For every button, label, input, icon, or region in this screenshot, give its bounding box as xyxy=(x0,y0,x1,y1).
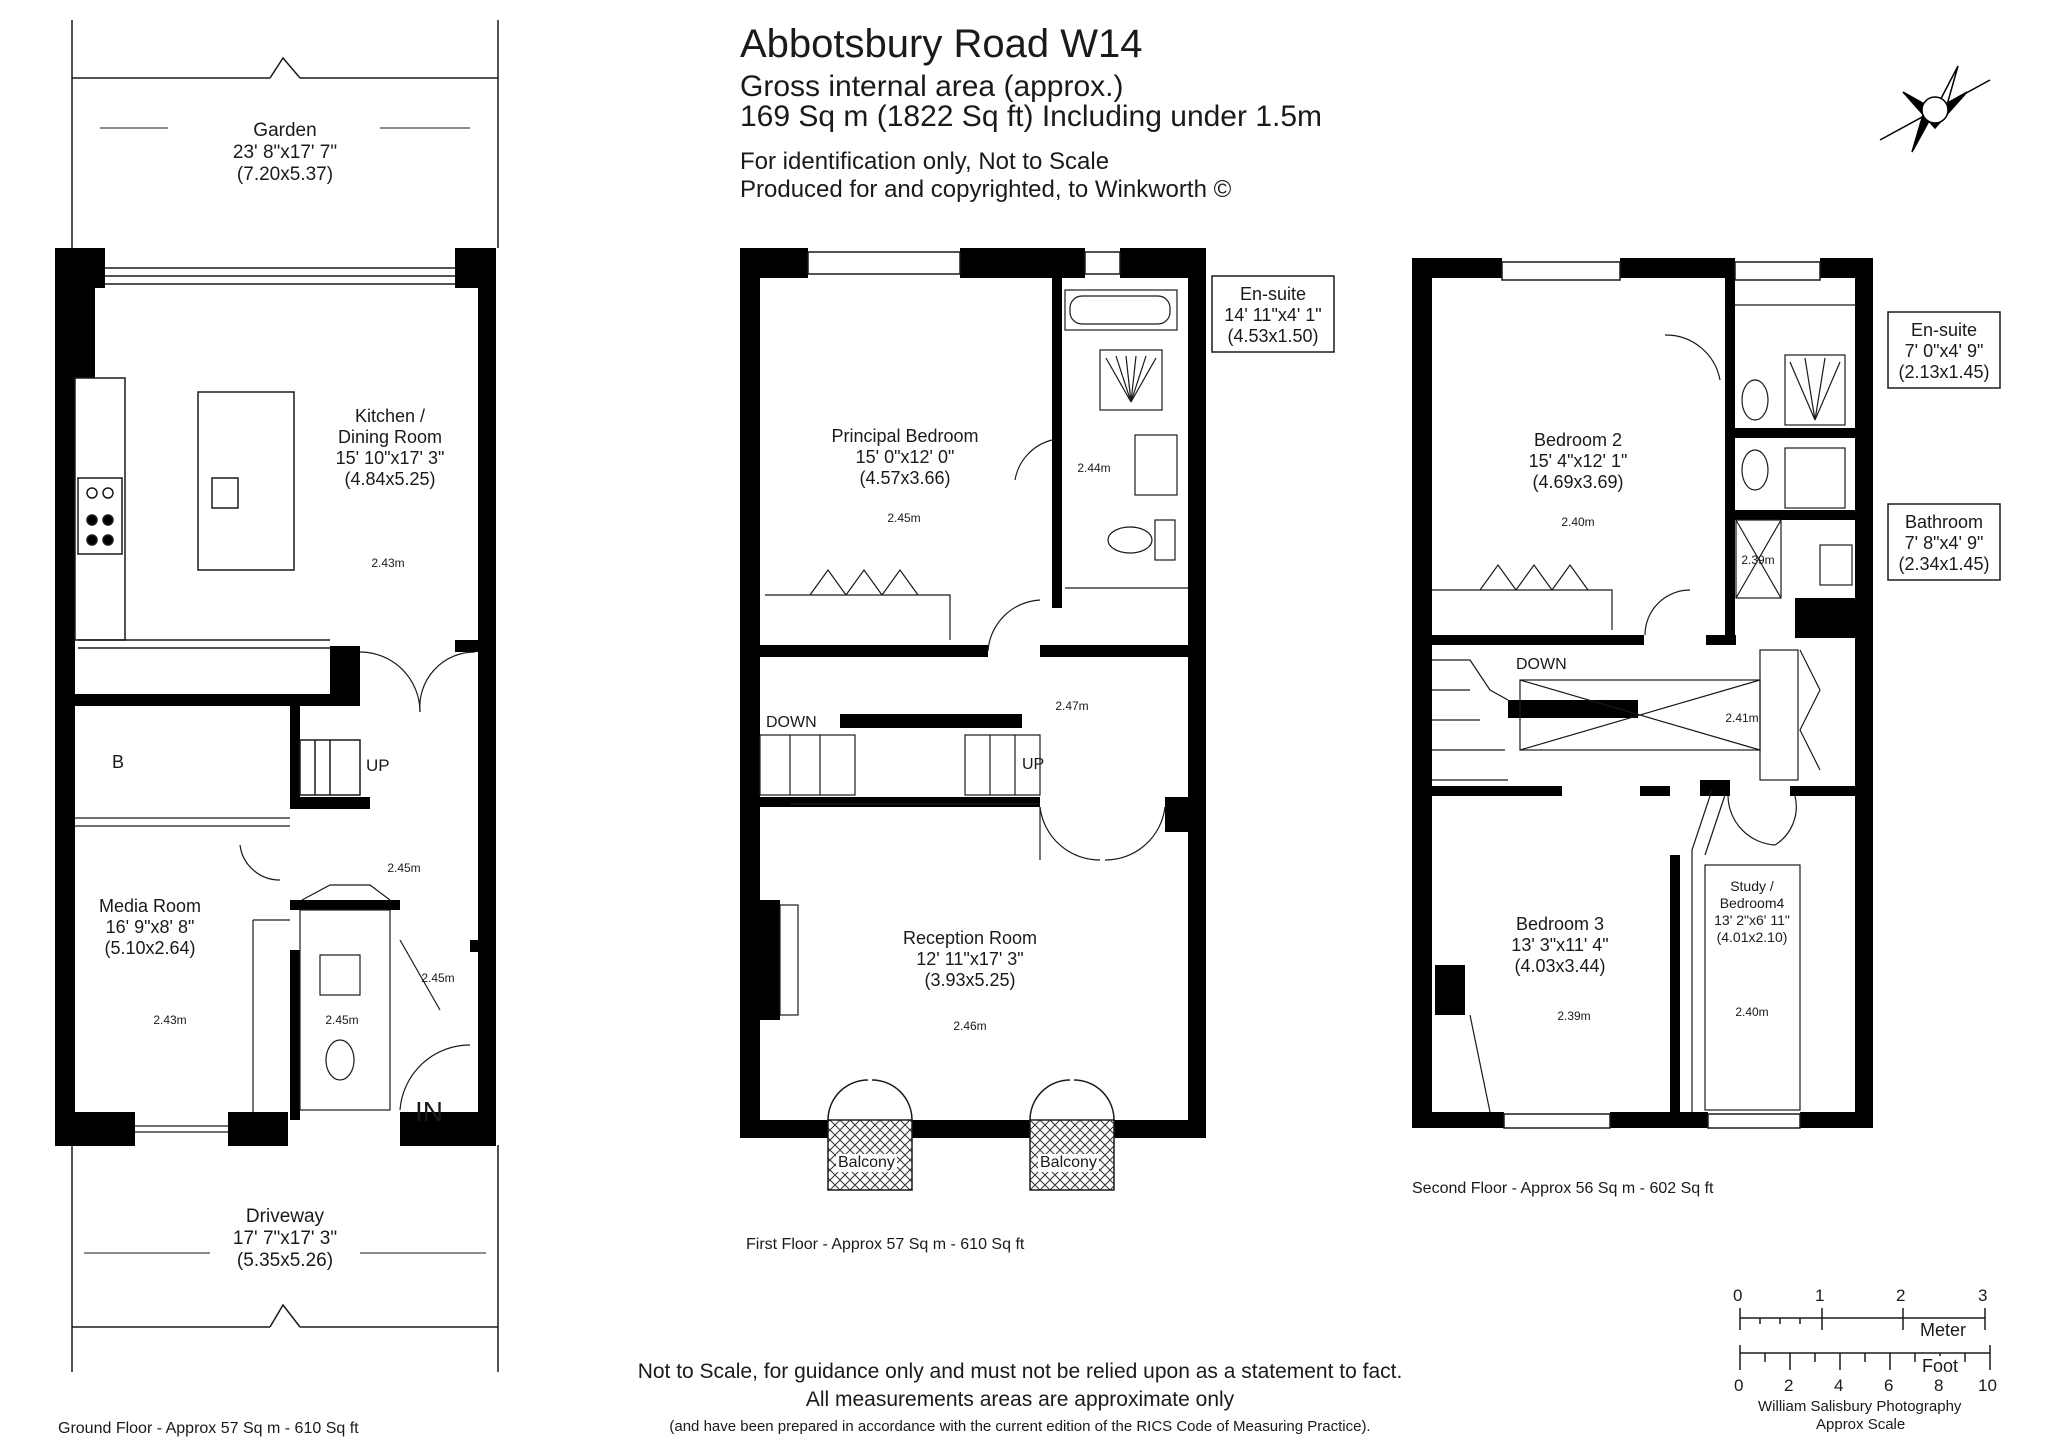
kitchen-label: Kitchen / Dining Room 15' 10"x17' 3" (4.… xyxy=(335,406,445,489)
first-outer-walls xyxy=(740,248,1206,1138)
balconies xyxy=(827,1079,1115,1191)
second-floor-plan xyxy=(1412,258,2001,1129)
foot-tick-0: 0 xyxy=(1734,1376,1744,1395)
first-floor-plan xyxy=(740,248,1335,1191)
first-ensuite-fixtures xyxy=(1064,289,1188,589)
disclaimer-line-2: All measurements areas are approximate o… xyxy=(805,1388,1235,1411)
first-wardrobes xyxy=(765,568,1040,805)
disclaimer-line-1: Not to Scale, for guidance only and must… xyxy=(637,1360,1403,1383)
meter-tick-2: 2 xyxy=(1896,1286,1906,1305)
ground-stairs-up-label: UP xyxy=(366,756,390,775)
first-ensuite-label: En-suite 14' 11"x4' 1" (4.53x1.50) xyxy=(1224,284,1322,346)
reception-room-label: Reception Room 12' 11"x17' 3" (3.93x5.25… xyxy=(902,928,1038,990)
ground-outer-walls xyxy=(55,248,496,1146)
second-stairs-down-label: DOWN xyxy=(1516,656,1567,673)
ground-floor-caption: Ground Floor - Approx 57 Sq m - 610 Sq f… xyxy=(58,1420,359,1437)
ground-floor-plan xyxy=(55,20,499,1372)
copyright-note: Produced for and copyrighted, to Winkwor… xyxy=(740,176,1232,203)
second-ensuite-label-box xyxy=(1887,311,2001,389)
second-landing-height: 2.41m xyxy=(1725,711,1759,725)
first-ensuite-label-box xyxy=(1211,275,1335,353)
media-room-fixtures xyxy=(75,817,290,1133)
foot-tick-4: 4 xyxy=(1834,1376,1844,1395)
bedroom-3-label: Bedroom 3 13' 3"x11' 4" (4.03x3.44) xyxy=(1511,914,1609,976)
meter-tick-3: 3 xyxy=(1978,1286,1988,1305)
reception-room-height: 2.46m xyxy=(953,1019,987,1033)
compass-icon xyxy=(1879,65,1991,153)
disclaimer-line-3: (and have been prepared in accordance wi… xyxy=(669,1418,1371,1435)
total-area: 169 Sq m (1822 Sq ft) Including under 1.… xyxy=(740,100,1323,133)
plan-title: Abbotsbury Road W14 xyxy=(740,22,1143,66)
study-label: Study / Bedroom4 13' 2"x6' 11" (4.01x2.1… xyxy=(1714,878,1790,945)
second-windows xyxy=(1501,261,1821,1129)
first-stairs-down-label: DOWN xyxy=(766,714,817,731)
bedroom-2-label: Bedroom 2 15' 4"x12' 1" (4.69x3.69) xyxy=(1528,430,1628,492)
bathroom-height: 2.39m xyxy=(1741,553,1775,567)
meter-tick-0: 0 xyxy=(1733,1286,1743,1305)
second-floor-caption: Second Floor - Approx 56 Sq m - 602 Sq f… xyxy=(1412,1180,1714,1197)
foot-tick-10: 10 xyxy=(1978,1376,1997,1395)
second-stairs xyxy=(1432,649,1821,781)
foot-tick-6: 6 xyxy=(1884,1376,1894,1395)
meter-tick-1: 1 xyxy=(1815,1286,1825,1305)
foot-tick-2: 2 xyxy=(1784,1376,1794,1395)
first-reception-details xyxy=(779,439,1166,1016)
second-outer-walls xyxy=(1412,258,1873,1128)
media-room-label: Media Room 16' 9"x8' 8" (5.10x2.64) xyxy=(98,896,202,958)
second-ensuite-label: En-suite 7' 0"x4' 9" (2.13x1.45) xyxy=(1898,320,1990,382)
driveway-boundary xyxy=(71,1145,499,1372)
first-ensuite-height: 2.44m xyxy=(1077,461,1111,475)
kitchen-units xyxy=(74,377,330,649)
boiler-label: B xyxy=(112,752,125,772)
wc-height: 2.45m xyxy=(325,1013,359,1027)
balcony-right-label: Balcony xyxy=(1038,1154,1099,1172)
gross-area-label: Gross internal area (approx.) xyxy=(740,70,1124,103)
second-bathroom-label-box xyxy=(1887,503,2001,581)
garden-label: Garden 23' 8"x17' 7" (7.20x5.37) xyxy=(232,120,338,185)
first-internal-walls xyxy=(760,278,1188,832)
foot-label: Foot xyxy=(1922,1356,1959,1377)
hall2-height: 2.45m xyxy=(421,971,455,985)
first-stairs-up-label: UP xyxy=(1022,756,1045,773)
first-stairs xyxy=(759,734,1041,796)
first-floor-caption: First Floor - Approx 57 Sq m - 610 Sq ft xyxy=(746,1236,1025,1253)
ground-internal-walls xyxy=(75,640,478,1120)
kitchen-height: 2.43m xyxy=(371,556,405,570)
media-room-height: 2.43m xyxy=(153,1013,187,1027)
identification-note: For identification only, Not to Scale xyxy=(740,148,1110,175)
bedroom-2-height: 2.40m xyxy=(1561,515,1595,529)
rear-glazing xyxy=(105,267,455,285)
balcony-left-label: Balcony xyxy=(836,1154,897,1172)
principal-bedroom-height: 2.45m xyxy=(887,511,921,525)
entrance-label: IN xyxy=(415,1096,443,1127)
first-landing-height: 2.47m xyxy=(1055,699,1089,713)
approx-scale-label: Approx Scale xyxy=(1816,1416,1906,1433)
ground-stairs xyxy=(299,739,361,796)
garden-boundary xyxy=(71,20,499,248)
hall-height: 2.45m xyxy=(387,861,421,875)
second-study-details xyxy=(1469,789,1801,1113)
bedroom-3-height: 2.39m xyxy=(1557,1009,1591,1023)
meter-label: Meter xyxy=(1920,1320,1967,1340)
foot-tick-8: 8 xyxy=(1934,1376,1944,1395)
cloakroom xyxy=(299,884,391,1111)
second-internal-walls xyxy=(1432,278,1855,1120)
bathroom-label: Bathroom 7' 8"x4' 9" (2.34x1.45) xyxy=(1898,512,1990,574)
photography-credit: William Salisbury Photography xyxy=(1758,1398,1962,1415)
principal-bedroom-label: Principal Bedroom 15' 0"x12' 0" (4.57x3.… xyxy=(831,426,979,488)
first-windows xyxy=(807,251,1121,275)
study-height: 2.40m xyxy=(1735,1005,1769,1019)
driveway-label: Driveway 17' 7"x17' 3" (5.35x5.26) xyxy=(232,1206,338,1271)
ground-doors xyxy=(359,651,476,1111)
second-fixtures xyxy=(1432,304,1855,636)
